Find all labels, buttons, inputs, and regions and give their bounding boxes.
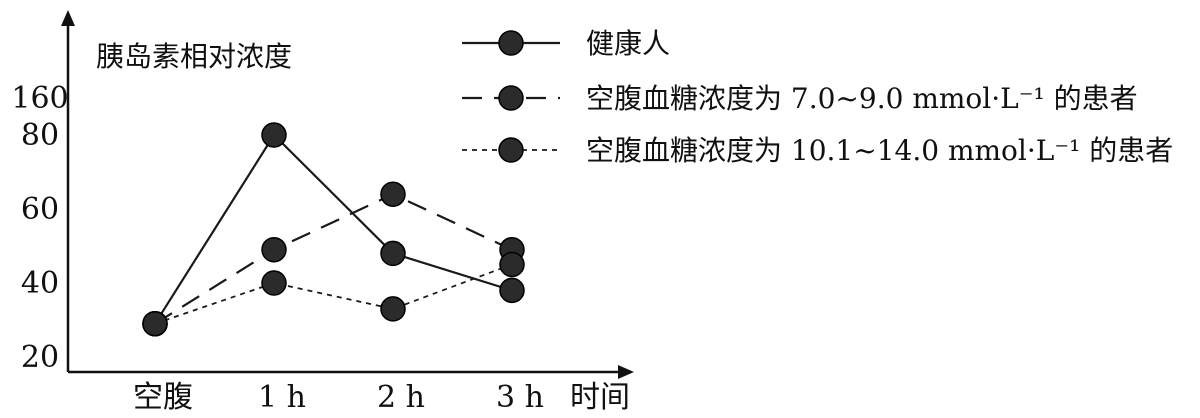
data-point: [261, 236, 287, 263]
legend-item-2: 空腹血糖浓度为 7.0~9.0 mmol·L⁻¹ 的患者: [462, 82, 1138, 115]
y-tick-label: 20: [21, 340, 59, 375]
data-point: [499, 251, 525, 278]
series-line: [154, 133, 513, 325]
y-tick-label: 40: [21, 266, 59, 301]
series-lines: [142, 122, 525, 337]
data-point: [380, 296, 406, 322]
x-axis-arrow: [618, 365, 634, 379]
y-axis-arrow: [61, 10, 75, 26]
series-2: [142, 181, 525, 337]
legend-item-1: 健康人: [462, 27, 670, 60]
data-point: [261, 270, 287, 296]
series-3: [142, 251, 525, 337]
y-tick-label: 80: [21, 118, 59, 153]
legend-label: 健康人: [586, 27, 670, 60]
legend-item-3: 空腹血糖浓度为 10.1~14.0 mmol·L⁻¹ 的患者: [462, 134, 1173, 167]
x-tick-label: 2 h: [377, 380, 425, 415]
legend-marker: [498, 85, 524, 111]
y-tick-label: 60: [21, 192, 59, 227]
axes: [61, 10, 634, 379]
data-point: [261, 122, 287, 148]
y-axis-label: 胰岛素相对浓度: [96, 40, 292, 73]
y-tick-label: 160: [11, 81, 68, 116]
legend-marker: [498, 30, 524, 56]
legend-label: 空腹血糖浓度为 10.1~14.0 mmol·L⁻¹ 的患者: [586, 134, 1173, 167]
x-tick-label: 空腹: [133, 380, 193, 415]
series-line: [154, 263, 513, 325]
x-tick-labels: 空腹 1 h 2 h 3 h: [133, 380, 544, 415]
x-tick-label: 3 h: [496, 380, 544, 415]
legend-marker: [498, 137, 524, 163]
x-tick-label: 1 h: [258, 380, 306, 415]
series-line: [154, 192, 513, 325]
data-point: [380, 181, 406, 207]
data-point: [142, 310, 168, 337]
x-axis-label: 时间: [570, 380, 630, 415]
data-point: [499, 277, 525, 304]
data-point: [380, 240, 406, 267]
legend-label: 空腹血糖浓度为 7.0~9.0 mmol·L⁻¹ 的患者: [586, 82, 1138, 115]
